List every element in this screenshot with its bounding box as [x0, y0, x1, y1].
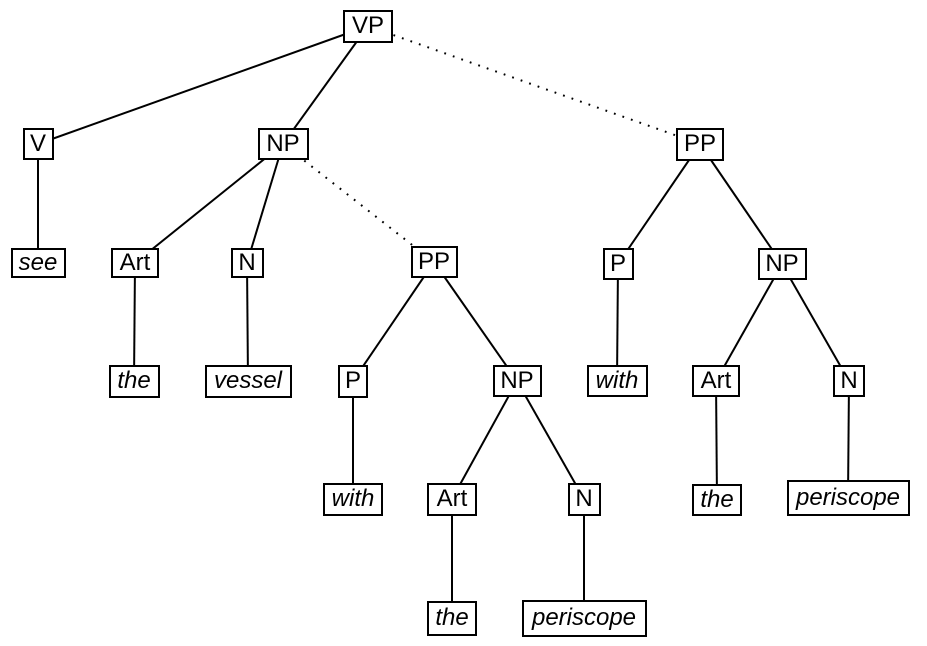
tree-node-vp: VP [343, 9, 393, 43]
tree-node-p_r: P [602, 248, 634, 280]
edge-n1-vessel [246, 262, 249, 382]
leaf-word-per_r: periscope [786, 480, 910, 516]
edge-np1-n1 [246, 143, 284, 264]
tree-node-n_m: N [567, 482, 601, 516]
edge-pp_r-np_r [699, 143, 783, 265]
edge-pp_m-np_m [433, 261, 518, 382]
edge-np1-art1 [134, 143, 284, 264]
edge-pp_m-p_m [352, 261, 435, 382]
edge-art_r-the_r [715, 380, 718, 501]
edge-np_m-n_m [516, 380, 585, 500]
tree-node-np_r: NP [757, 248, 807, 280]
leaf-word-see: see [10, 248, 66, 278]
leaf-word-with_r: with [586, 365, 648, 397]
edge-n_r-per_r [847, 380, 850, 499]
leaf-word-with_m: with [323, 482, 383, 516]
tree-node-art_r: Art [692, 365, 740, 397]
tree-node-p_m: P [338, 364, 368, 398]
edge-pp_r-p_r [617, 143, 701, 265]
tree-node-n1: N [230, 248, 264, 278]
edge-np_m-art_m [451, 380, 518, 500]
tree-node-art1: Art [111, 248, 159, 278]
leaf-word-per_m: periscope [521, 599, 647, 637]
leaf-word-the_r: the [692, 484, 742, 516]
edge-np_r-n_r [781, 263, 850, 382]
tree-node-v: V [22, 128, 54, 160]
tree-node-pp_m: PP [410, 246, 458, 278]
leaf-word-the1: the [108, 364, 160, 398]
edge-vp-np1 [282, 25, 369, 145]
tree-node-n_r: N [833, 365, 865, 397]
leaf-word-the_m: the [427, 600, 477, 636]
tree-node-np_m: NP [492, 365, 542, 397]
tree-node-art_m: Art [427, 482, 477, 516]
leaf-word-vessel: vessel [204, 364, 292, 398]
edge-vp-v [37, 25, 369, 145]
edge-np_r-art_r [715, 263, 783, 382]
edge-art1-the1 [133, 262, 136, 382]
tree-node-np1: NP [257, 128, 309, 160]
edge-p_r-with_r [616, 263, 619, 382]
tree-node-pp_r: PP [676, 127, 724, 161]
